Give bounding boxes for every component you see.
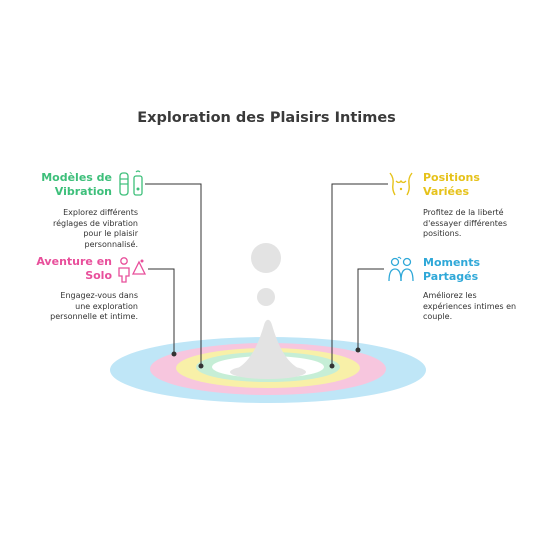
connector-vibration	[145, 183, 202, 366]
desc-line: personnalisé.	[84, 239, 138, 249]
splash-cone	[230, 319, 306, 372]
connector-dot-solo	[171, 351, 177, 357]
label-line: Vibration	[54, 185, 112, 198]
desc-line: personnelle et intime.	[50, 312, 138, 321]
splash-base	[230, 365, 306, 379]
desc-line: réglages de vibration	[52, 218, 138, 228]
desc-line: expériences intimes en	[423, 301, 517, 311]
desc-aventure-solo: Engagez-vous dans une exploration person…	[20, 291, 138, 323]
label-moments-partages: Moments Partagés	[423, 256, 513, 284]
label-line: Modèles de	[41, 171, 112, 184]
vibrator-icon	[119, 170, 143, 196]
label-line: Partagés	[423, 270, 479, 283]
droplet-small	[257, 288, 275, 306]
solo-person-icon	[118, 257, 147, 283]
desc-modeles-vibration: Explorez différents réglages de vibratio…	[20, 208, 138, 250]
label-line: Positions	[423, 171, 480, 184]
desc-line: Profitez de la liberté	[423, 208, 504, 217]
desc-line: Explorez différents	[63, 208, 138, 217]
label-line: Variées	[423, 185, 469, 198]
desc-line: couple.	[423, 312, 453, 321]
label-modeles-vibration: Modèles de Vibration	[28, 171, 112, 199]
desc-line: Améliorez les	[423, 291, 477, 300]
desc-line: positions.	[423, 229, 462, 238]
label-line: Moments	[423, 256, 481, 269]
droplet-large	[251, 243, 281, 273]
connector-moments	[357, 268, 384, 350]
label-line: Solo	[85, 269, 112, 282]
page-title: Exploration des Plaisirs Intimes	[137, 110, 396, 126]
connector-dot-vibration	[198, 363, 204, 369]
desc-line: une exploration	[75, 301, 138, 311]
desc-line: d'essayer différentes	[423, 218, 507, 228]
desc-line: pour le plaisir	[83, 229, 138, 238]
label-aventure-solo: Aventure en Solo	[28, 255, 112, 283]
connector-dot-positions	[329, 363, 335, 369]
label-line: Aventure en	[36, 255, 112, 268]
desc-positions-variees: Profitez de la liberté d'essayer différe…	[423, 208, 528, 240]
label-positions-variees: Positions Variées	[423, 171, 513, 199]
desc-moments-partages: Améliorez les expériences intimes en cou…	[423, 291, 528, 323]
couple-icon	[388, 256, 414, 282]
connector-dot-moments	[355, 347, 361, 353]
connector-solo	[148, 268, 175, 354]
connector-positions	[331, 183, 388, 366]
desc-line: Engagez-vous dans	[60, 291, 138, 300]
torso-icon	[389, 172, 413, 196]
